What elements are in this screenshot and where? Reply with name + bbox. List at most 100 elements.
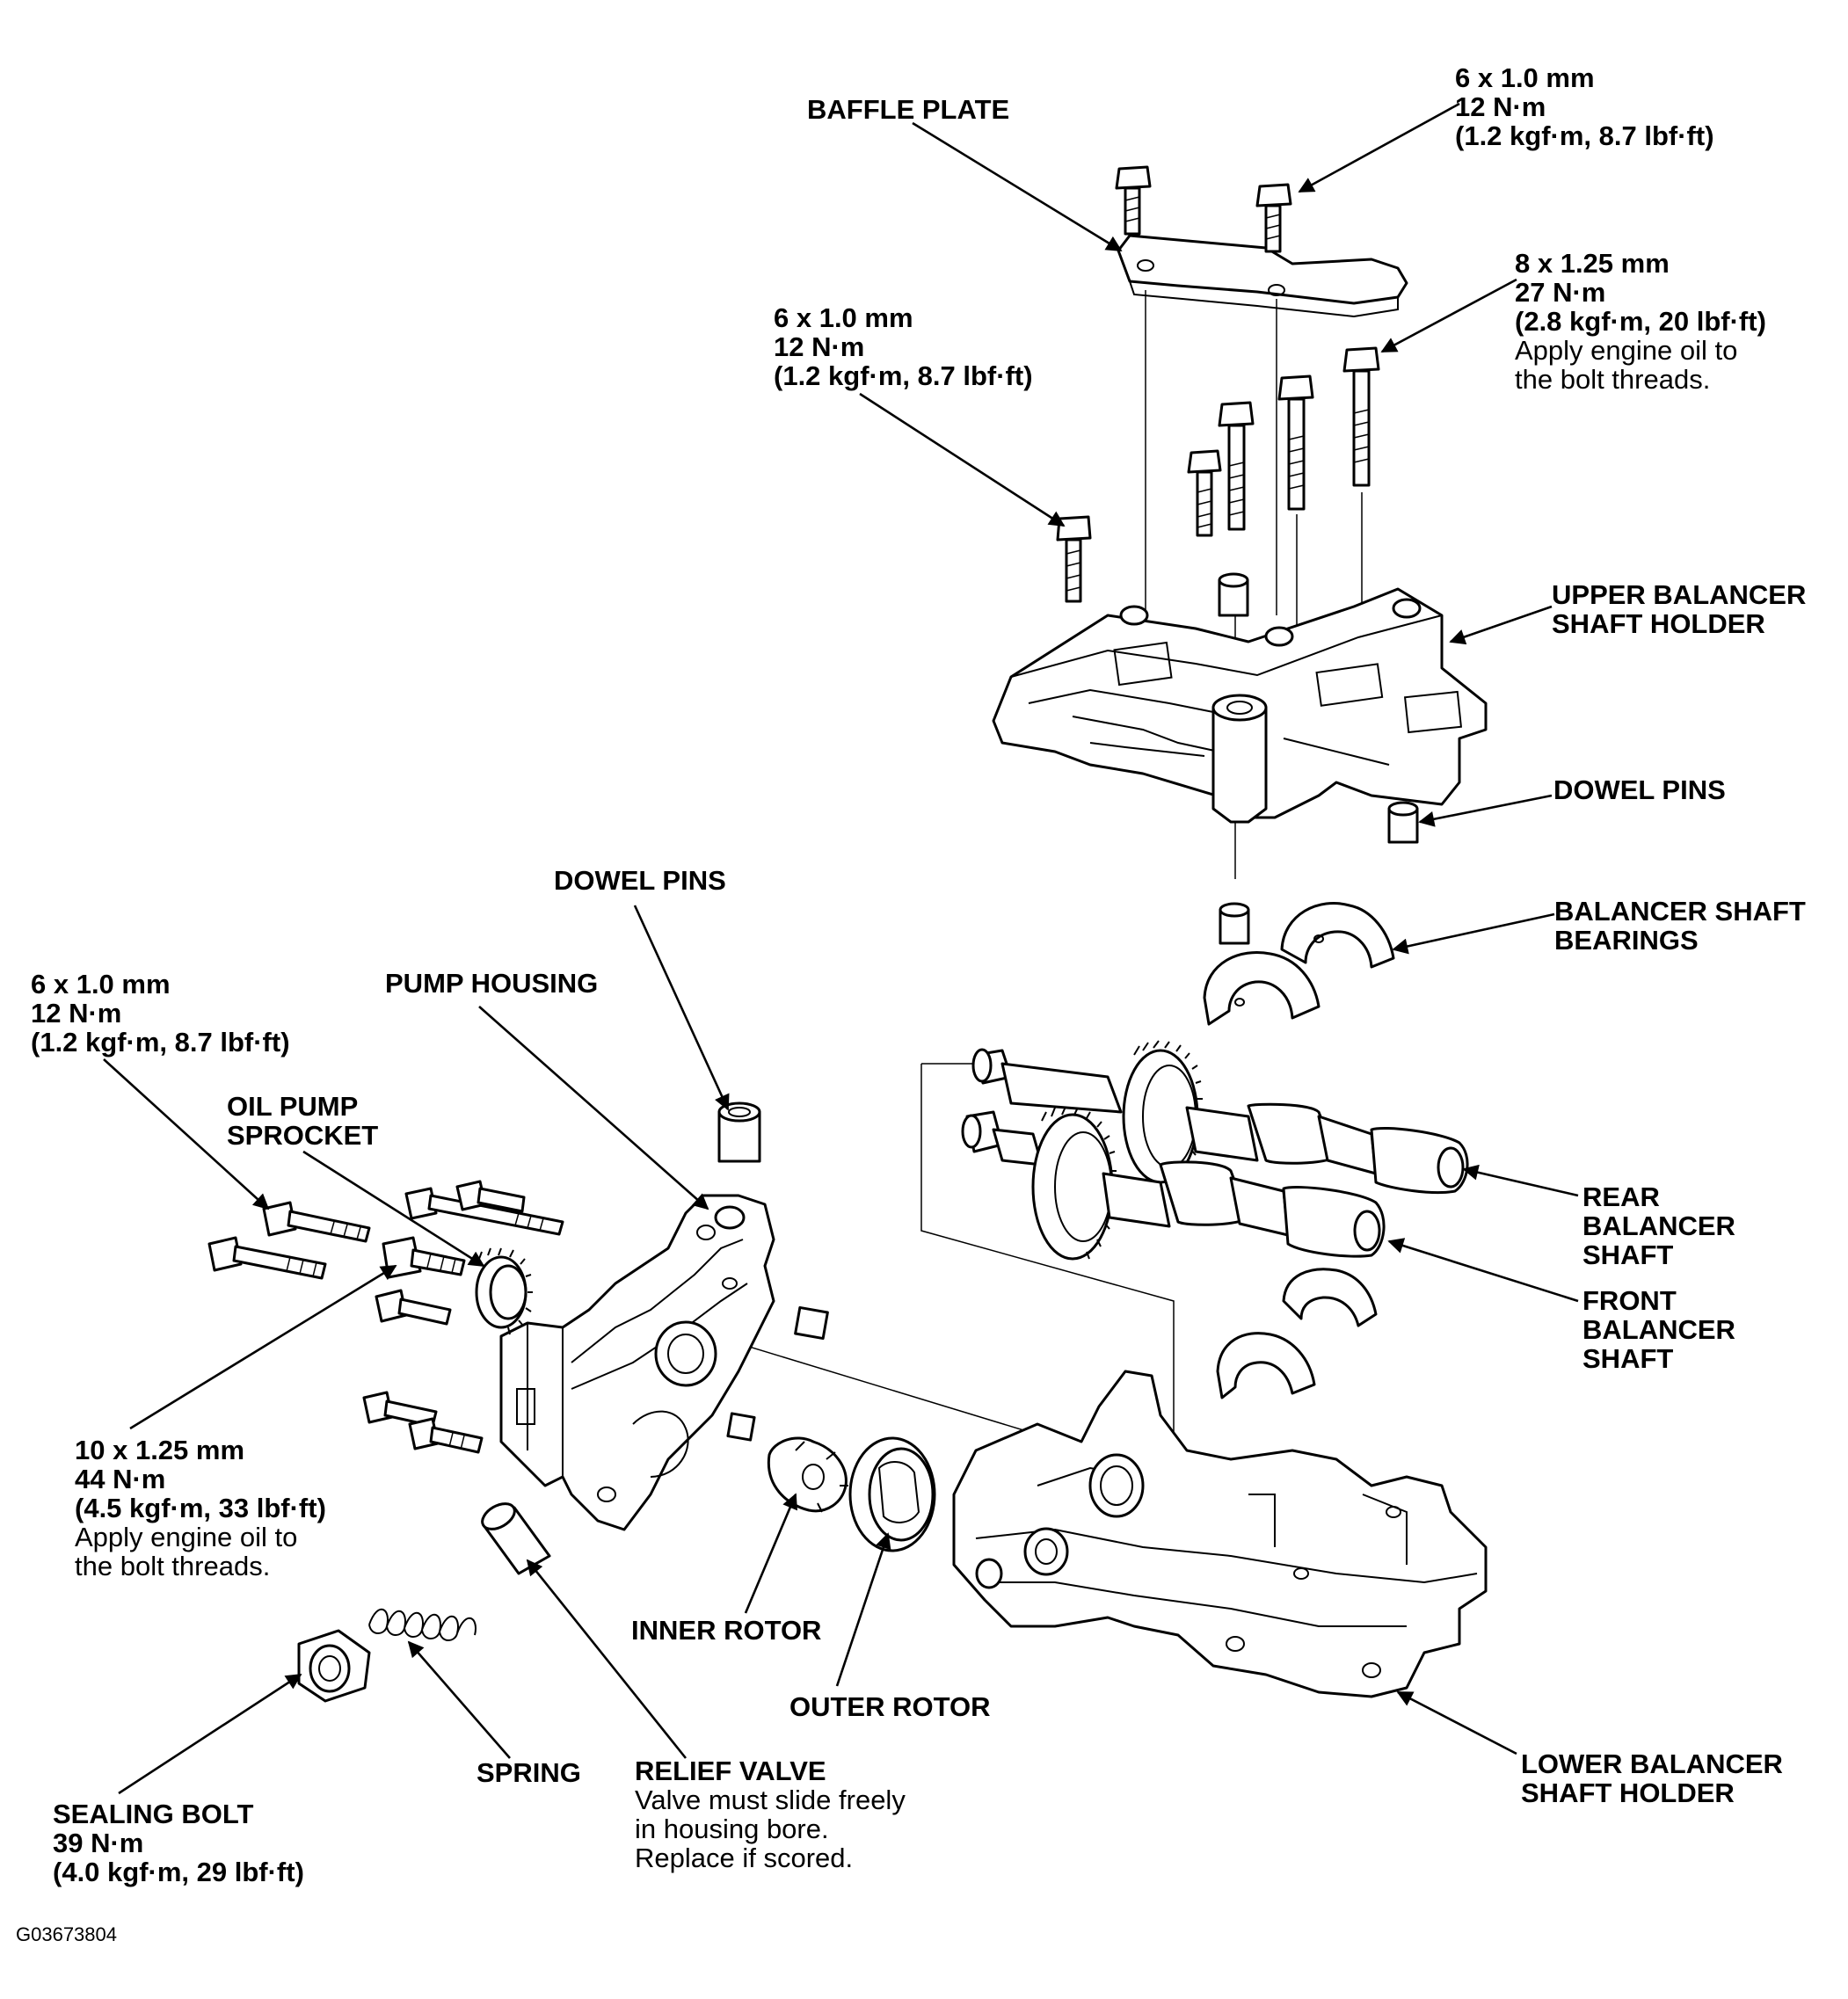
label-line: INNER ROTOR [631,1615,822,1646]
label-line: OIL PUMP [227,1091,359,1122]
label-line: 6 x 1.0 mm [774,302,913,333]
label-line: Valve must slide freely [635,1785,906,1815]
label-rear-shaft: REAR BALANCER SHAFT [1582,1182,1735,1269]
label-oil-pump-sprocket: OIL PUMP SPROCKET [227,1092,378,1150]
label-front-shaft: FRONT BALANCER SHAFT [1582,1286,1735,1373]
housing-bolt-2 [455,1180,526,1213]
lower-bearing-front [1216,1332,1316,1399]
leader-bolt-left [103,1058,270,1210]
label-line: 44 N·m [75,1464,166,1494]
label-line: SHAFT HOLDER [1552,608,1765,639]
label-line: 12 N·m [31,998,122,1029]
leader-upper-holder [1449,605,1553,645]
label-line: (1.2 kgf·m, 8.7 lbf·ft) [1455,120,1714,151]
housing-bolt-7 [408,1417,484,1454]
label-inner-rotor: INNER ROTOR [631,1616,821,1645]
baffle-plate [1117,234,1408,318]
label-line: DOWEL PINS [554,865,726,896]
label-line: (4.0 kgf·m, 29 lbf·ft) [53,1857,304,1887]
dowel-pin-right [1387,801,1419,844]
label-baffle-plate: BAFFLE PLATE [807,95,1009,124]
leader-baffle-plate [912,121,1123,252]
outer-rotor [848,1436,936,1552]
label-line: Replace if scored. [635,1843,854,1873]
figure-id: G03673804 [16,1923,117,1945]
baffle-bolt-right [1255,183,1292,253]
housing-bolt-10x125 [382,1236,466,1279]
label-bolt-left: 6 x 1.0 mm 12 N·m (1.2 kgf·m, 8.7 lbf·ft… [31,970,290,1057]
label-line: Apply engine oil to [75,1522,298,1552]
label-dowel-pins-center: DOWEL PINS [554,866,726,895]
label-line: Apply engine oil to [1515,335,1738,366]
label-line: 10 x 1.25 mm [75,1435,245,1465]
leader-bolt-top-left [859,392,1066,527]
leader-oil-pump-sprocket [302,1150,485,1268]
label-line: 8 x 1.25 mm [1515,248,1670,279]
label-line: RELIEF VALVE [635,1755,826,1786]
pump-housing [499,1194,775,1531]
label-line: (4.5 kgf·m, 33 lbf·ft) [75,1493,326,1523]
leader-lower-holder [1396,1690,1517,1755]
label-pump-housing: PUMP HOUSING [385,969,598,998]
inner-rotor [767,1436,848,1513]
label-line: 6 x 1.0 mm [31,969,171,1000]
label-line: SHAFT HOLDER [1521,1777,1735,1808]
label-line: BAFFLE PLATE [807,94,1010,125]
leader-lines [103,102,1579,1795]
leader-bolt-10x125 [129,1264,397,1430]
alignment-lines [685,290,1363,1459]
sealing-bolt [297,1629,371,1703]
leader-sealing-bolt [118,1673,302,1795]
label-line: (1.2 kgf·m, 8.7 lbf·ft) [31,1027,290,1058]
label-lower-holder: LOWER BALANCER SHAFT HOLDER [1521,1749,1783,1807]
label-outer-rotor: OUTER ROTOR [789,1692,991,1721]
label-bearings: BALANCER SHAFT BEARINGS [1554,897,1806,955]
lower-bearing-back [1282,1268,1378,1327]
relief-valve [481,1502,551,1575]
label-line: 27 N·m [1515,277,1606,308]
label-line: SHAFT [1582,1343,1674,1374]
oil-pump-sprocket [475,1247,533,1335]
label-line: SPROCKET [227,1120,379,1151]
leader-front-shaft [1387,1238,1579,1303]
housing-bolt-5 [375,1289,452,1326]
leader-bolt-top-right [1298,102,1460,193]
leader-inner-rotor [744,1493,797,1614]
dowel-pin-below-holder [1219,902,1250,945]
upper-bearing-back [1280,901,1395,969]
small-dowel-pin-housing [794,1305,829,1341]
label-line: OUTER ROTOR [789,1691,991,1722]
leader-outer-rotor [835,1532,891,1687]
label-bolt-10x125: 10 x 1.25 mm 44 N·m (4.5 kgf·m, 33 lbf·f… [75,1436,326,1581]
upper-bearing-front [1203,951,1321,1026]
label-line: 12 N·m [1455,91,1546,122]
label-line: SEALING BOLT [53,1799,254,1829]
label-bolt-top-right: 6 x 1.0 mm 12 N·m (1.2 kgf·m, 8.7 lbf·ft… [1455,63,1714,150]
housing-bolt-3 [262,1201,371,1243]
label-relief-valve: RELIEF VALVE Valve must slide freely in … [635,1756,906,1872]
label-line: BALANCER [1582,1314,1735,1345]
label-line: the bolt threads. [1515,364,1711,395]
center-dowel-pin [717,1101,761,1163]
label-line: UPPER BALANCER [1552,579,1807,610]
upper-holder-bolt-c [1277,374,1314,511]
upper-balancer-shaft-holder [992,587,1488,824]
label-line: LOWER BALANCER [1521,1748,1783,1779]
upper-holder-bolt-a [1187,449,1222,537]
label-line: FRONT [1582,1285,1677,1316]
leader-bearings [1392,912,1555,955]
label-upper-holder: UPPER BALANCER SHAFT HOLDER [1552,580,1806,638]
front-balancer-shaft [961,1106,1386,1261]
label-bolt-8x125: 8 x 1.25 mm 27 N·m (2.8 kgf·m, 20 lbf·ft… [1515,249,1766,394]
label-line: SHAFT [1582,1239,1674,1270]
label-line: in housing bore. [635,1814,829,1844]
upper-holder-bolt-left [1056,515,1092,603]
label-sealing-bolt: SEALING BOLT 39 N·m (4.0 kgf·m, 29 lbf·f… [53,1799,304,1886]
label-line: BEARINGS [1554,925,1699,956]
label-line: 12 N·m [774,331,865,362]
spring [368,1608,477,1641]
label-line: DOWEL PINS [1553,774,1726,805]
leader-relief-valve [526,1559,688,1759]
